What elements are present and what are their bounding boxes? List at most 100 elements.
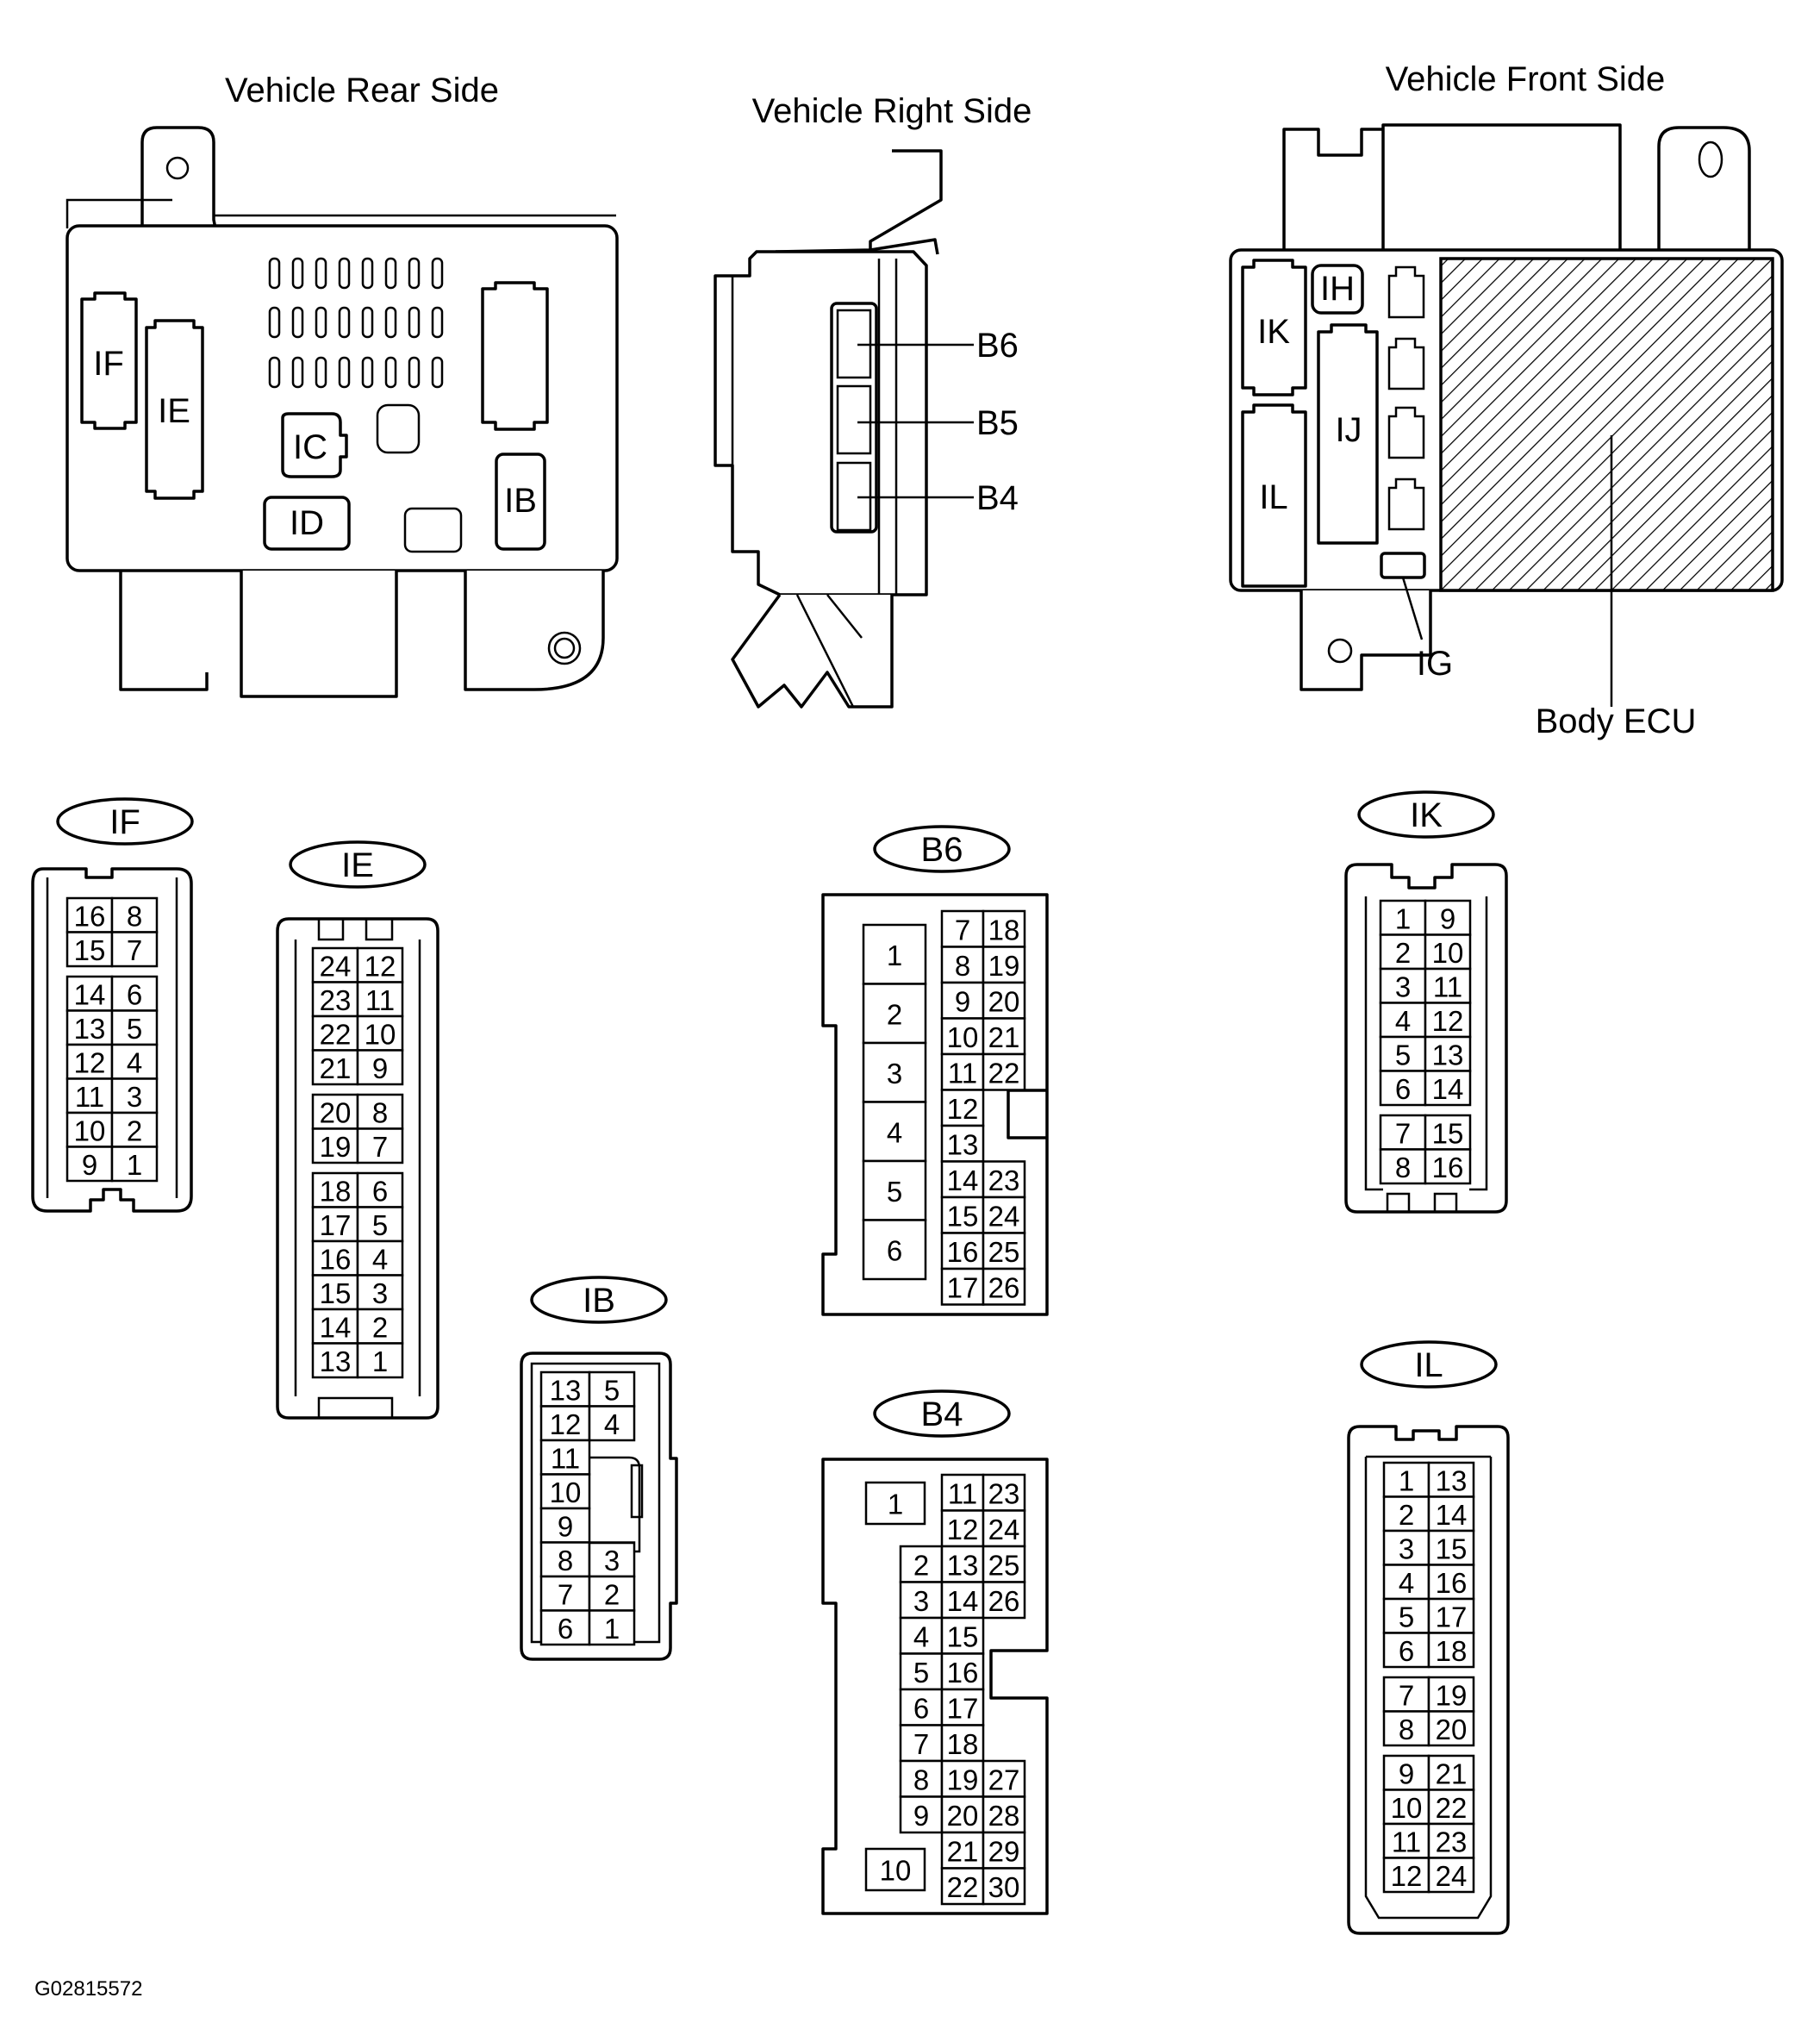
pin-cell	[356, 1274, 404, 1311]
pin-cell	[539, 1473, 591, 1510]
fuse-slot	[361, 257, 374, 290]
pin-B4-18: 18	[947, 1728, 979, 1760]
pin-B6-18: 18	[988, 914, 1020, 946]
front-side-title: Vehicle Front Side	[1386, 60, 1666, 98]
pin-cell	[311, 981, 359, 1018]
pin-IL-11: 11	[1392, 1826, 1421, 1857]
pin-cell	[940, 909, 985, 948]
pin-cell	[1427, 1495, 1475, 1533]
pin-cell	[539, 1439, 591, 1476]
fuse-slot	[291, 306, 304, 339]
connector-label-IB: IB	[583, 1282, 615, 1320]
pin-B6-23: 23	[988, 1164, 1020, 1196]
pin-cell	[1424, 1002, 1472, 1039]
pin-IE-8: 8	[372, 1096, 388, 1128]
pin-cell	[1427, 1529, 1475, 1566]
pin-IB-3: 3	[604, 1545, 620, 1576]
small-socket	[1387, 265, 1425, 319]
pin-cell	[1424, 1070, 1472, 1107]
pin-B4-12: 12	[947, 1514, 979, 1545]
connector-label-IE: IE	[341, 846, 374, 884]
fuse-slot	[361, 356, 374, 389]
pin-IL-10: 10	[1391, 1792, 1423, 1824]
pin-IK-16: 16	[1432, 1152, 1464, 1183]
pin-IE-2: 2	[372, 1311, 388, 1343]
fuse-slot	[315, 306, 327, 339]
label-oval-B4	[873, 1389, 1011, 1438]
pin-IK-13: 13	[1432, 1039, 1464, 1071]
pin-cell	[940, 1267, 985, 1306]
pin-B6-4: 4	[887, 1116, 902, 1148]
pin-IE-20: 20	[320, 1096, 352, 1128]
socket-IC: IC	[281, 412, 348, 478]
pin-B4-8: 8	[913, 1764, 929, 1795]
pin-B6-8: 8	[955, 950, 970, 982]
fuse-slot	[268, 356, 281, 389]
pin-cell	[356, 1171, 404, 1208]
pin-IL-16: 16	[1436, 1567, 1468, 1599]
pin-cell	[940, 1724, 985, 1763]
pin-cell	[1382, 1710, 1430, 1747]
pin-cell	[311, 1342, 359, 1379]
pin-IB-11: 11	[551, 1442, 580, 1474]
pin-IF-10: 10	[74, 1114, 106, 1146]
figure-reference: G02815572	[34, 1977, 142, 2001]
pin-cell	[1379, 1070, 1427, 1107]
pin-cell	[356, 1239, 404, 1277]
pin-cell	[110, 931, 159, 968]
pin-IF-6: 6	[127, 978, 142, 1010]
pin-B4-3: 3	[913, 1585, 929, 1617]
fuse-slot	[431, 306, 444, 339]
pin-cell	[899, 1545, 944, 1583]
socket-IH: IH	[1311, 264, 1364, 315]
pin-cell	[588, 1405, 636, 1442]
pin-B4-29: 29	[988, 1835, 1020, 1867]
pin-cell	[311, 1274, 359, 1311]
pin-B4-10: 10	[880, 1855, 912, 1887]
pin-B4-4: 4	[913, 1620, 929, 1652]
pin-cell	[539, 1541, 591, 1578]
pin-B4-11: 11	[948, 1477, 977, 1509]
socket-IL: IL	[1241, 403, 1307, 588]
pin-IK-15: 15	[1432, 1117, 1464, 1149]
fuse-slot	[361, 306, 374, 339]
fuse-slot	[408, 356, 421, 389]
pin-cell	[356, 946, 404, 983]
fuse-slot	[408, 306, 421, 339]
connector-label-B4: B4	[921, 1395, 963, 1433]
pin-B6-2: 2	[887, 998, 902, 1030]
socket-IK-label: IK	[1257, 313, 1290, 351]
pin-IB-1: 1	[604, 1613, 620, 1645]
pin-B4-6: 6	[913, 1692, 929, 1724]
fuse-slot	[431, 257, 444, 290]
pin-IL-23: 23	[1436, 1826, 1468, 1857]
pin-cell	[65, 931, 114, 968]
pin-cell	[1424, 1114, 1472, 1151]
pin-cell	[311, 1206, 359, 1243]
socket-IJ: IJ	[1317, 323, 1379, 545]
pin-IL-24: 24	[1436, 1860, 1468, 1892]
pin-B4-17: 17	[947, 1692, 979, 1724]
pin-IB-2: 2	[604, 1578, 620, 1610]
pin-IK-9: 9	[1440, 902, 1455, 934]
right-side-title: Vehicle Right Side	[752, 92, 1032, 130]
pin-IK-3: 3	[1395, 971, 1411, 1002]
pin-cell	[862, 1219, 927, 1281]
pin-cell	[1427, 1789, 1475, 1826]
pin-cell	[588, 1541, 636, 1578]
pin-cell	[982, 1232, 1026, 1270]
pin-IF-7: 7	[127, 934, 142, 966]
right-side-view: Vehicle Right Side B6 B5 B4	[714, 92, 1032, 709]
pin-B4-22: 22	[947, 1871, 979, 1903]
pin-cell	[356, 1049, 404, 1086]
pin-IB-10: 10	[550, 1476, 582, 1508]
pin-IK-14: 14	[1432, 1073, 1464, 1105]
pin-B6-3: 3	[887, 1058, 902, 1089]
pin-B6-13: 13	[947, 1128, 979, 1160]
pin-IK-7: 7	[1395, 1117, 1411, 1149]
pin-IB-8: 8	[558, 1545, 573, 1576]
pin-IE-3: 3	[372, 1277, 388, 1309]
pin-cell	[1427, 1754, 1475, 1791]
pin-B6-17: 17	[947, 1271, 979, 1303]
